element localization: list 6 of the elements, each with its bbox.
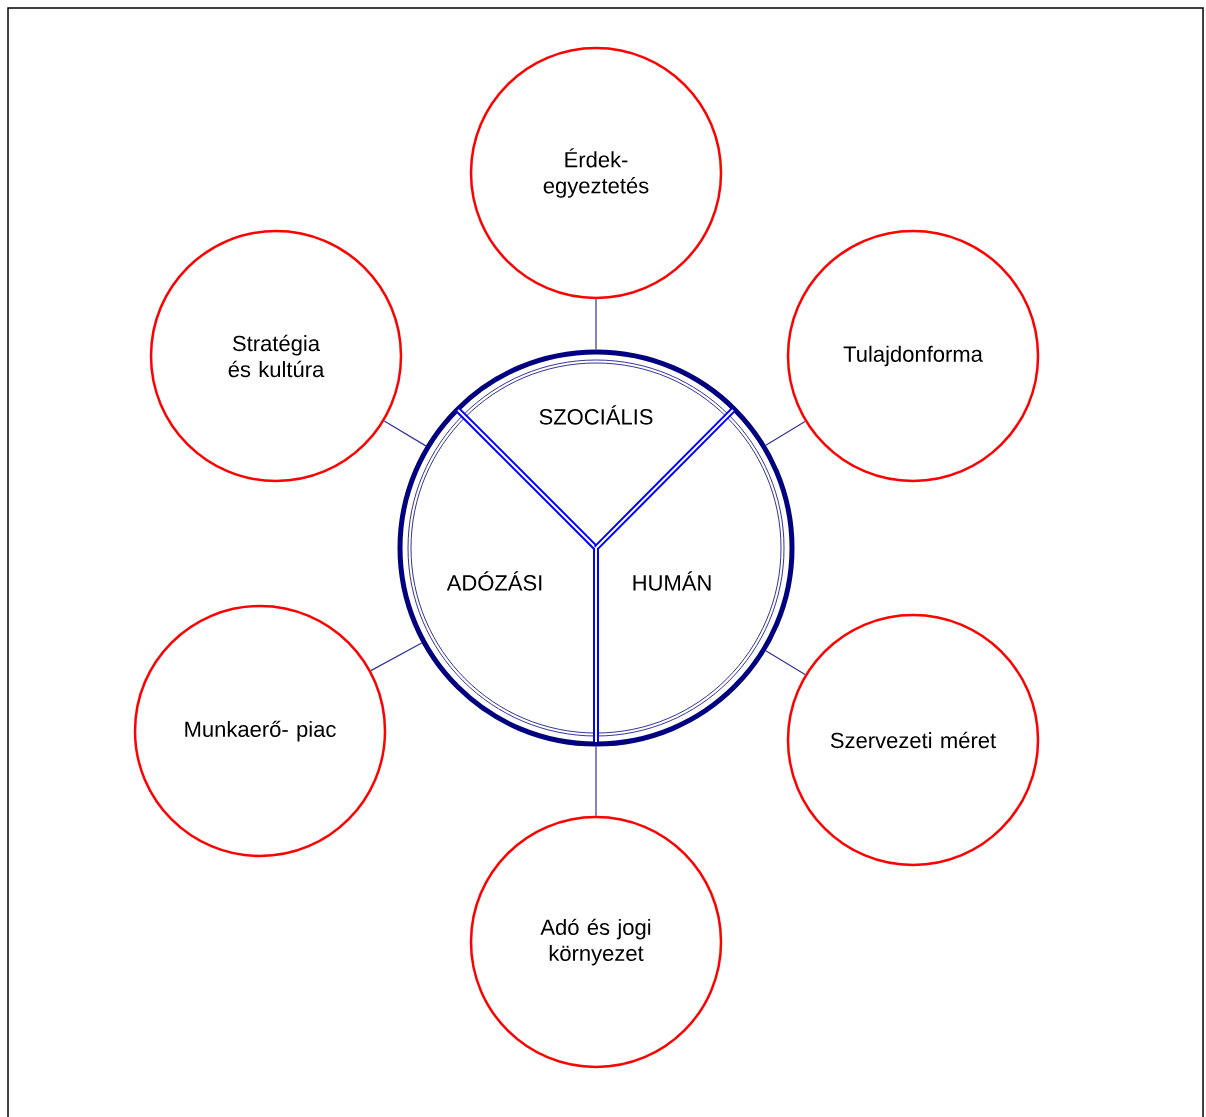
connector-line xyxy=(765,650,806,676)
connector-line xyxy=(595,745,597,817)
connector-line xyxy=(765,420,806,446)
connector-line xyxy=(370,642,423,672)
connector-line xyxy=(595,298,597,351)
connector-line xyxy=(383,420,427,447)
